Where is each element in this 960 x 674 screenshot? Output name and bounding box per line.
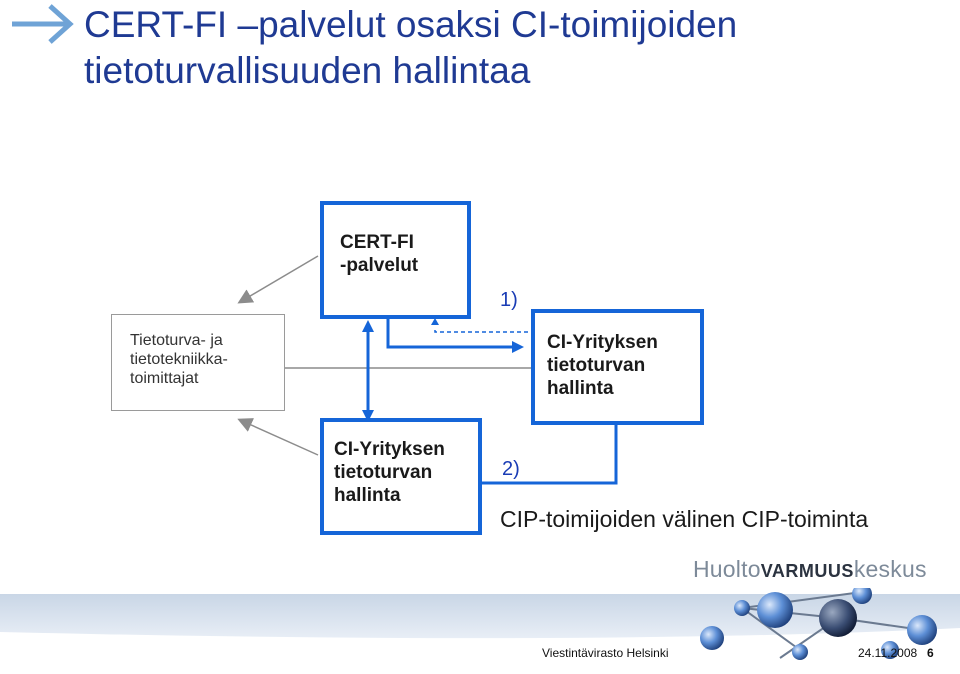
logo-part1: Huolto [693,556,761,582]
footer-org: Viestintävirasto Helsinki [542,646,669,660]
node-ci-right: CI-Yrityksen tietoturvan hallinta [531,309,704,425]
arrow-certfi-to-ci-right [386,318,512,349]
node-certfi-line2: -palvelut [340,255,419,276]
node-certfi: CERT-FI -palvelut [320,201,471,319]
arrow-bottom-to-vendors [237,418,319,456]
page-title: CERT-FI –palvelut osaksi CI-toimijoiden … [84,2,944,94]
node-ci-bottom-line2: tietoturvan [334,462,433,483]
footer-page-number: 6 [927,646,934,660]
title-arrow-icon [12,4,74,44]
node-certfi-line1: CERT-FI [340,232,414,253]
node-ci-bottom-line1: CI-Yrityksen [334,439,445,460]
diagram-caption: CIP-toimijoiden välinen CIP-toiminta [500,506,869,532]
huoltovarmuuskeskus-logo: HuoltoVARMUUSkeskus [693,556,927,583]
arrow-certfi-to-vendors [237,255,319,304]
logo-part3: keskus [853,556,927,582]
node-vendors: Tietoturva- ja tietotekniikka- toimittaj… [111,314,285,411]
node-ci-right-line2: tietoturvan [547,355,646,376]
title-line-1: CERT-FI –palvelut osaksi CI-toimijoiden [84,4,738,45]
node-vendors-line1: Tietoturva- ja [130,332,223,349]
label-2: 2) [502,458,520,480]
node-vendors-line3: toimittajat [130,370,199,387]
footer-date: 24.11.2008 [858,646,918,660]
footer-decoration [0,588,960,660]
node-vendors-line2: tietotekniikka- [130,351,228,368]
node-ci-bottom: CI-Yrityksen tietoturvan hallinta [320,418,482,535]
dashed-feedback [434,330,530,333]
node-ci-right-line1: CI-Yrityksen [547,332,658,353]
title-line-2: tietoturvallisuuden hallintaa [84,50,531,91]
logo-part2: VARMUUS [760,561,854,581]
node-ci-right-line3: hallinta [547,378,614,399]
connector-2 [482,424,618,485]
label-1: 1) [500,289,518,311]
node-ci-bottom-line3: hallinta [334,485,401,506]
